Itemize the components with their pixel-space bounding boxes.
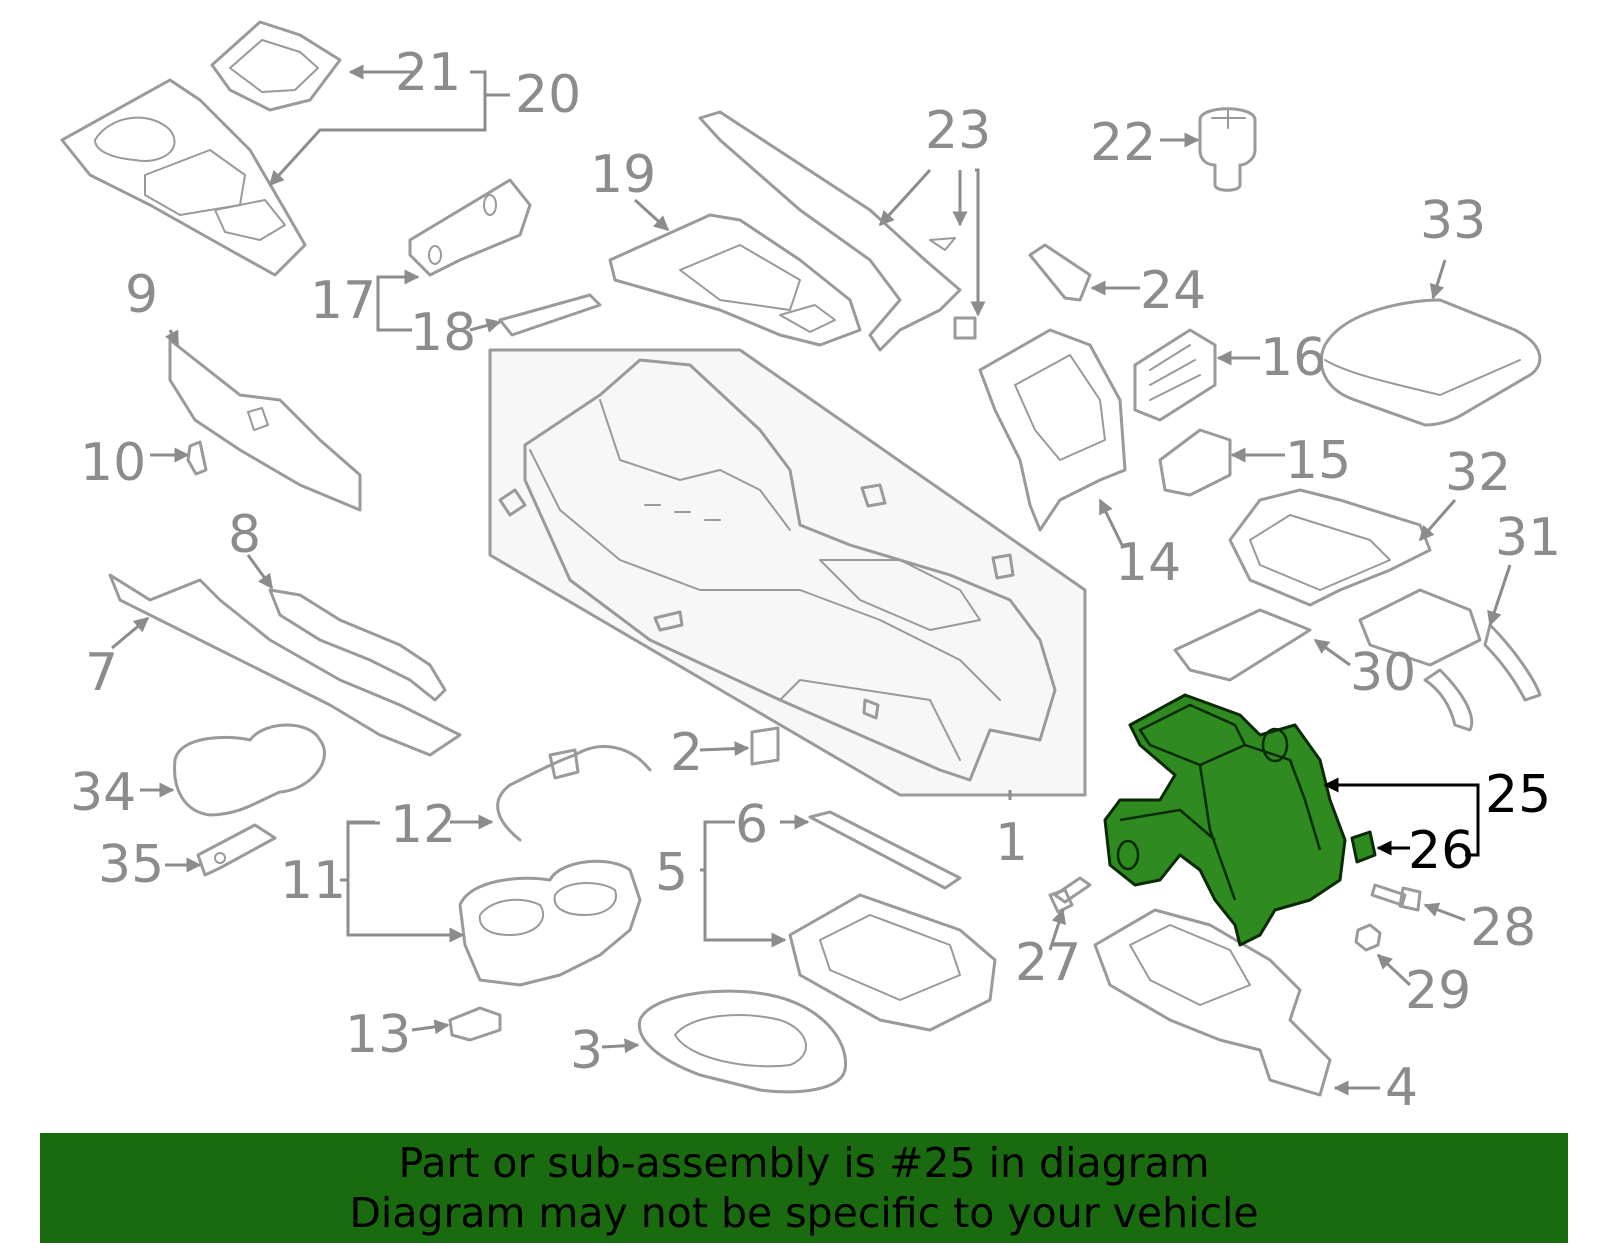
callout-26: 26 — [1408, 821, 1474, 881]
part-33-armrest — [1319, 298, 1542, 427]
part-26-clip-highlighted — [1350, 830, 1377, 864]
part-1-console-body — [488, 348, 1087, 797]
callout-29: 29 — [1405, 961, 1471, 1021]
callout-1: 1 — [995, 813, 1028, 873]
callout-12: 12 — [390, 795, 456, 855]
part-32-tray — [1228, 488, 1432, 607]
part-22-knob — [1198, 107, 1257, 192]
callout-20: 20 — [515, 65, 581, 125]
callout-32: 32 — [1445, 443, 1511, 503]
part-16-vent — [1133, 328, 1217, 422]
callout-23: 23 — [925, 101, 991, 161]
callout-30: 30 — [1350, 643, 1416, 703]
part-27-bolt — [1048, 876, 1092, 914]
part-29-nut — [1354, 923, 1382, 952]
callout-3: 3 — [570, 1021, 603, 1081]
callout-4: 4 — [1385, 1058, 1418, 1118]
part-5-storage-bin — [788, 893, 997, 1032]
parts-exploded-diagram: 1 2 3 4 5 6 7 8 9 10 11 12 13 14 15 16 1… — [60, 20, 1561, 1118]
part-31-bracket — [1358, 588, 1542, 732]
part-34-mat — [173, 723, 326, 817]
part-20-console-top-trim — [60, 78, 307, 277]
callout-6: 6 — [735, 795, 768, 855]
callout-22: 22 — [1090, 113, 1156, 173]
part-6-strip — [808, 810, 962, 890]
callout-5: 5 — [655, 843, 688, 903]
info-banner: Part or sub-assembly is #25 in diagram D… — [40, 1133, 1568, 1243]
part-2-pad — [750, 726, 780, 766]
callout-35: 35 — [98, 835, 164, 895]
part-28-bolt — [1370, 883, 1422, 912]
part-3-tray — [637, 989, 848, 1094]
leader-lines-highlighted — [1323, 777, 1480, 857]
callout-10: 10 — [80, 433, 146, 493]
callout-21: 21 — [395, 43, 461, 103]
callout-31: 31 — [1495, 508, 1561, 568]
callout-13: 13 — [345, 1005, 411, 1065]
callout-17: 17 — [310, 271, 376, 331]
part-4-lower-bracket — [1093, 908, 1332, 1097]
callout-16: 16 — [1260, 328, 1326, 388]
callout-8: 8 — [228, 505, 261, 565]
part-19-bezel — [608, 213, 862, 347]
part-9-side-panel — [168, 338, 362, 512]
part-12-cable — [496, 745, 652, 842]
callout-24: 24 — [1140, 261, 1206, 321]
part-8-molding — [268, 588, 447, 702]
part-15-pocket — [1158, 428, 1232, 497]
part-25-highlighted-bracket — [1103, 693, 1347, 947]
callout-25: 25 — [1485, 765, 1551, 825]
part-13-connector — [448, 1006, 502, 1042]
part-11-cup-holder — [458, 859, 642, 987]
callout-9: 9 — [125, 265, 158, 325]
part-24-insert — [1028, 243, 1092, 302]
part-30-plate — [1173, 608, 1312, 682]
part-35-clip — [196, 823, 277, 877]
callout-28: 28 — [1470, 898, 1536, 958]
part-21-cup-holder-frame — [210, 20, 342, 112]
part-14-rear-panel — [978, 328, 1127, 532]
banner-line-part-number: Part or sub-assembly is #25 in diagram — [398, 1139, 1210, 1187]
callout-7: 7 — [85, 643, 118, 703]
part-18-pad — [498, 293, 602, 337]
part-10-clip — [186, 440, 208, 476]
callout-14: 14 — [1115, 533, 1181, 593]
callout-18: 18 — [410, 303, 476, 363]
leader-lines — [111, 64, 1512, 1096]
callout-19: 19 — [590, 145, 656, 205]
callout-2: 2 — [670, 723, 703, 783]
banner-line-disclaimer: Diagram may not be specific to your vehi… — [349, 1189, 1259, 1237]
callout-15: 15 — [1285, 431, 1351, 491]
callout-34: 34 — [70, 763, 136, 823]
part-17-bracket — [408, 178, 532, 277]
callout-33: 33 — [1420, 191, 1486, 251]
part-7-side-trim — [108, 573, 462, 757]
callout-27: 27 — [1015, 933, 1081, 993]
callout-labels: 1 2 3 4 5 6 7 8 9 10 11 12 13 14 15 16 1… — [70, 43, 1561, 1118]
callout-11: 11 — [280, 851, 346, 911]
